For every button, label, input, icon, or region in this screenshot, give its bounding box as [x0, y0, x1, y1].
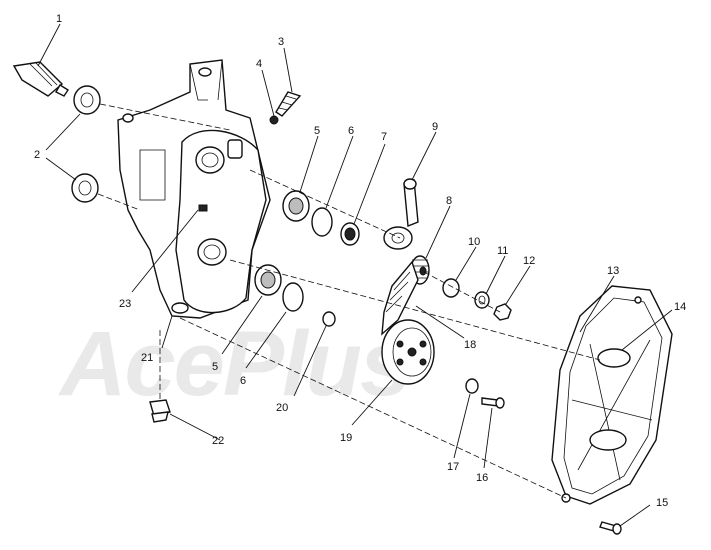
screw	[599, 521, 622, 535]
snap-ring-upper	[311, 207, 333, 237]
snap-ring-lower	[282, 282, 304, 312]
callout-11: 11	[497, 245, 508, 257]
drive-shaft	[12, 61, 69, 97]
callout-18: 18	[464, 339, 476, 351]
callout-7: 7	[381, 131, 387, 143]
callout-6-upper: 6	[348, 125, 354, 137]
leader-lines	[37, 23, 673, 527]
lower-sprocket	[381, 319, 435, 385]
spacer-small	[474, 291, 490, 309]
callout-14: 14	[674, 301, 686, 313]
chain	[381, 260, 419, 336]
washer	[442, 278, 460, 298]
bolt	[481, 397, 505, 409]
callout-20: 20	[276, 402, 288, 414]
seal-lower	[71, 173, 99, 203]
callout-15: 15	[656, 497, 668, 509]
drain-plug	[149, 399, 171, 423]
callout-3: 3	[278, 36, 284, 48]
spacer	[340, 222, 360, 246]
watermark: AcePlus	[58, 313, 409, 415]
callout-8: 8	[446, 195, 452, 207]
callout-5-lower: 5	[212, 361, 218, 373]
callout-17: 17	[447, 461, 459, 473]
pin	[198, 204, 208, 212]
callout-2: 2	[34, 149, 40, 161]
callout-21: 21	[141, 352, 153, 364]
chaincase-cover	[551, 285, 673, 505]
callout-16: 16	[476, 472, 488, 484]
tensioner-bolt	[275, 91, 302, 117]
callout-23: 23	[119, 298, 131, 310]
callout-22: 22	[212, 435, 224, 447]
bolt-washer	[465, 378, 479, 394]
hex-nut	[493, 303, 512, 321]
callout-4: 4	[256, 58, 262, 70]
bearing-lower	[254, 264, 282, 296]
callout-13: 13	[607, 265, 619, 277]
callout-1: 1	[56, 13, 62, 25]
callout-12: 12	[523, 255, 535, 267]
tensioner-arm	[383, 178, 419, 250]
nut	[269, 115, 279, 125]
callout-labels: 1 2 3 4 5 5 6 6 7 8 9 10 11 12 13 14 15 …	[34, 13, 686, 509]
bearing-upper	[282, 190, 310, 222]
callout-10: 10	[468, 236, 480, 248]
seal-upper	[73, 85, 101, 115]
washer-small	[322, 311, 336, 327]
chaincase-housing	[117, 59, 271, 319]
callout-5-upper: 5	[314, 125, 320, 137]
callout-9: 9	[432, 121, 438, 133]
callout-19: 19	[340, 432, 352, 444]
callout-6-lower: 6	[240, 375, 246, 387]
